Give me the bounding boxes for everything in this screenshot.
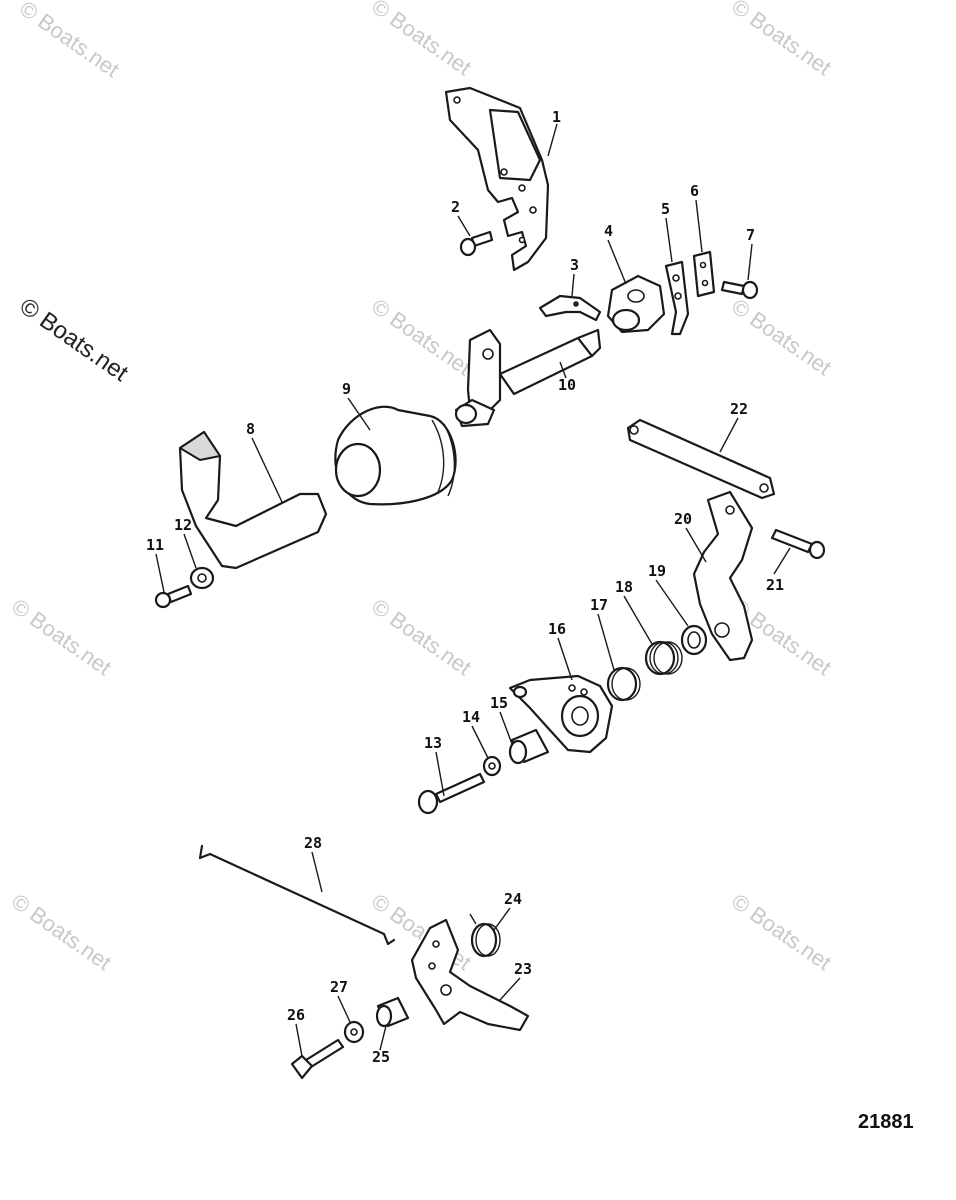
part-2-screw	[459, 230, 494, 257]
part-3-clip	[538, 294, 602, 322]
part-10-shaft	[454, 328, 602, 428]
callout-2: 2	[451, 198, 460, 216]
part-7-screw	[720, 280, 759, 300]
callout-25: 25	[372, 1048, 390, 1066]
part-9-boot	[334, 405, 457, 506]
callout-17: 17	[590, 596, 608, 614]
callout-21: 21	[766, 576, 784, 594]
watermark-text: © Boats.net	[727, 0, 836, 80]
callout-27: 27	[330, 978, 348, 996]
callout-15: 15	[490, 694, 508, 712]
watermark-text: © Boats.net	[727, 294, 836, 381]
watermark-text: © Boats.net	[727, 889, 836, 976]
part-8-handle	[178, 430, 328, 570]
callout-1: 1	[552, 108, 561, 126]
watermark-text: © Boats.net	[15, 0, 124, 82]
callout-28: 28	[304, 834, 322, 852]
callout-5: 5	[661, 200, 670, 218]
part-17-spring	[606, 666, 641, 702]
part-15-bushing	[508, 728, 550, 765]
part-11-screw	[154, 584, 193, 609]
part-26-bolt	[290, 1038, 345, 1080]
callout-7: 7	[746, 226, 755, 244]
watermark-text: © Boats.net	[367, 0, 476, 80]
callout-6: 6	[690, 182, 699, 200]
part-21-screw	[770, 528, 826, 560]
part-5-strap	[664, 260, 690, 336]
part-19-washer	[680, 624, 708, 656]
watermark-text: © Boats.net	[7, 889, 116, 976]
callout-labels: 1 2 3 4 5 6 7 8 9 10 11 12 13 14 15 16 1…	[146, 108, 784, 1066]
part-14-washer	[482, 755, 502, 777]
part-28-rod	[198, 844, 396, 946]
part-24-spring	[469, 913, 501, 958]
callout-9: 9	[342, 380, 351, 398]
callout-11: 11	[146, 536, 164, 554]
callout-4: 4	[604, 222, 613, 240]
callout-10: 10	[558, 376, 576, 394]
part-22-link	[626, 418, 776, 500]
part-4-housing	[606, 274, 666, 334]
figure-number: 21881	[858, 1111, 914, 1133]
callout-26: 26	[287, 1006, 305, 1024]
part-23-lever	[410, 918, 530, 1032]
callout-23: 23	[514, 960, 532, 978]
callout-20: 20	[674, 510, 692, 528]
callout-24: 24	[504, 890, 522, 908]
callout-13: 13	[424, 734, 442, 752]
watermark-prominent: © Boats.net	[15, 293, 134, 387]
watermark-text: © Boats.net	[367, 594, 476, 681]
leader-lines	[155, 123, 791, 1057]
callout-19: 19	[648, 562, 666, 580]
callout-22: 22	[730, 400, 748, 418]
part-25-bushing	[375, 996, 410, 1028]
part-27-washer	[343, 1020, 365, 1044]
callout-3: 3	[570, 256, 579, 274]
callout-18: 18	[615, 578, 633, 596]
watermark-text: © Boats.net	[7, 594, 116, 681]
part-6-plate	[692, 250, 716, 298]
part-16-cam	[508, 674, 614, 754]
callout-14: 14	[462, 708, 480, 726]
callout-8: 8	[246, 420, 255, 438]
callout-16: 16	[548, 620, 566, 638]
part-13-bolt	[417, 772, 486, 815]
part-20-lever	[692, 490, 754, 662]
watermark-text: © Boats.net	[367, 294, 476, 381]
part-12-washer	[189, 566, 215, 590]
part-1-bracket	[444, 86, 550, 272]
part-18-spring	[644, 640, 683, 676]
callout-12: 12	[174, 516, 192, 534]
